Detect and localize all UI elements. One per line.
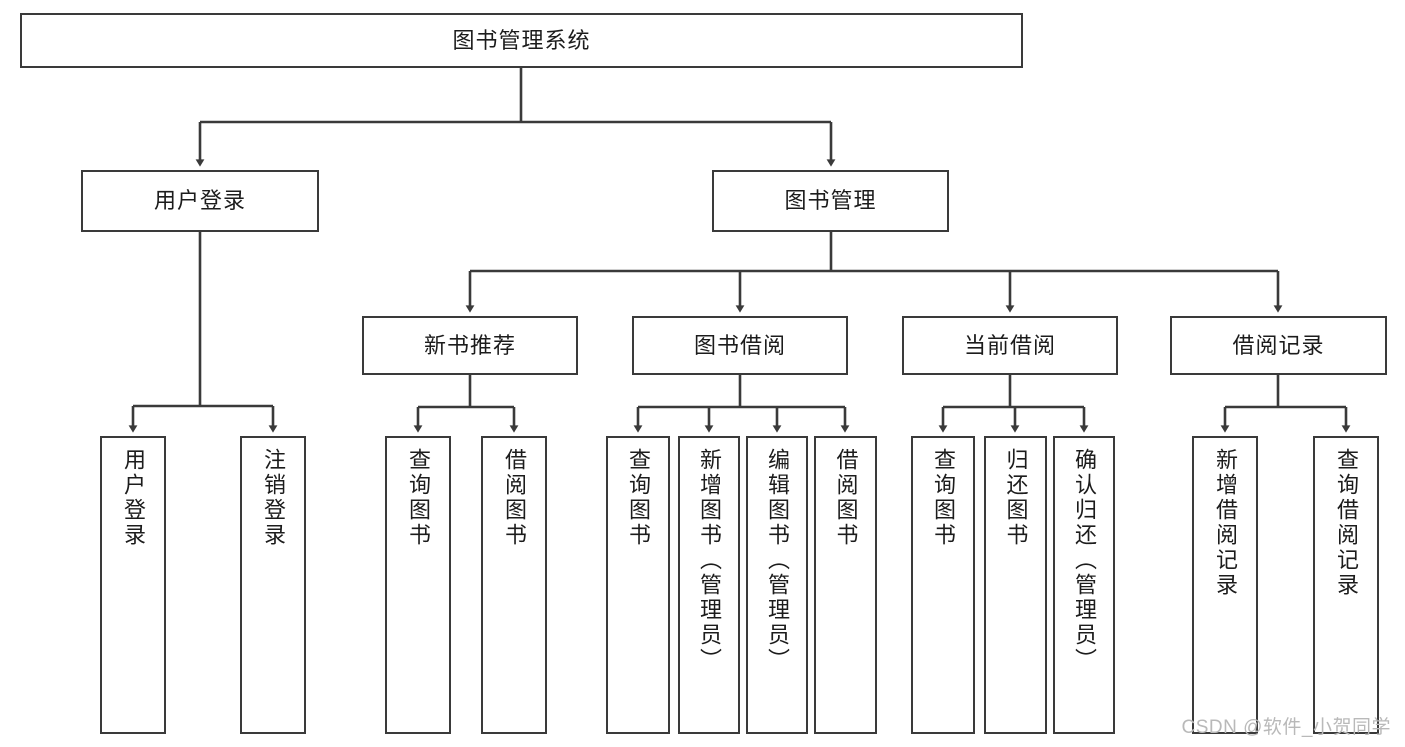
node-leaf-confirm-return-label: 确认归还（管理员） bbox=[1071, 448, 1097, 673]
node-root[interactable]: 图书管理系统 bbox=[20, 13, 1023, 68]
node-leaf-query-record[interactable]: 查询借阅记录 bbox=[1313, 436, 1379, 734]
node-leaf-edit-book[interactable]: 编辑图书（管理员） bbox=[746, 436, 808, 734]
node-leaf-borrow-book-2[interactable]: 借阅图书 bbox=[814, 436, 877, 734]
node-current-borrow-label: 当前借阅 bbox=[963, 332, 1056, 358]
node-user-login-label: 用户登录 bbox=[153, 188, 246, 214]
node-leaf-borrow-book-2-label: 借阅图书 bbox=[833, 448, 859, 548]
node-leaf-query-book-3-label: 查询图书 bbox=[930, 448, 956, 548]
node-leaf-query-book-2[interactable]: 查询图书 bbox=[606, 436, 670, 734]
node-borrow-record-label: 借阅记录 bbox=[1232, 332, 1325, 358]
node-leaf-query-book-1-label: 查询图书 bbox=[405, 448, 431, 548]
node-leaf-return-book[interactable]: 归还图书 bbox=[984, 436, 1047, 734]
node-leaf-logout-label: 注销登录 bbox=[260, 448, 286, 548]
node-leaf-edit-book-label: 编辑图书（管理员） bbox=[764, 448, 790, 673]
node-leaf-add-record[interactable]: 新增借阅记录 bbox=[1192, 436, 1258, 734]
node-leaf-query-record-label: 查询借阅记录 bbox=[1333, 448, 1359, 598]
node-leaf-logout[interactable]: 注销登录 bbox=[240, 436, 306, 734]
node-leaf-borrow-book-1-label: 借阅图书 bbox=[501, 448, 527, 548]
node-leaf-return-book-label: 归还图书 bbox=[1003, 448, 1029, 548]
node-leaf-query-book-1[interactable]: 查询图书 bbox=[385, 436, 451, 734]
node-leaf-query-book-3[interactable]: 查询图书 bbox=[911, 436, 975, 734]
node-leaf-add-book-label: 新增图书（管理员） bbox=[696, 448, 722, 673]
node-leaf-query-book-2-label: 查询图书 bbox=[625, 448, 651, 548]
node-book-manage-label: 图书管理 bbox=[784, 188, 877, 214]
node-book-manage[interactable]: 图书管理 bbox=[712, 170, 949, 232]
node-leaf-borrow-book-1[interactable]: 借阅图书 bbox=[481, 436, 547, 734]
node-leaf-user-login-label: 用户登录 bbox=[120, 448, 146, 548]
node-new-book-recommend-label: 新书推荐 bbox=[423, 332, 516, 358]
node-leaf-add-record-label: 新增借阅记录 bbox=[1212, 448, 1238, 598]
node-book-borrow[interactable]: 图书借阅 bbox=[632, 316, 848, 375]
node-leaf-confirm-return[interactable]: 确认归还（管理员） bbox=[1053, 436, 1115, 734]
node-book-borrow-label: 图书借阅 bbox=[693, 332, 786, 358]
node-current-borrow[interactable]: 当前借阅 bbox=[902, 316, 1118, 375]
node-new-book-recommend[interactable]: 新书推荐 bbox=[362, 316, 578, 375]
node-leaf-add-book[interactable]: 新增图书（管理员） bbox=[678, 436, 740, 734]
node-root-label: 图书管理系统 bbox=[452, 27, 591, 53]
node-borrow-record[interactable]: 借阅记录 bbox=[1170, 316, 1387, 375]
node-leaf-user-login[interactable]: 用户登录 bbox=[100, 436, 166, 734]
node-user-login[interactable]: 用户登录 bbox=[81, 170, 319, 232]
